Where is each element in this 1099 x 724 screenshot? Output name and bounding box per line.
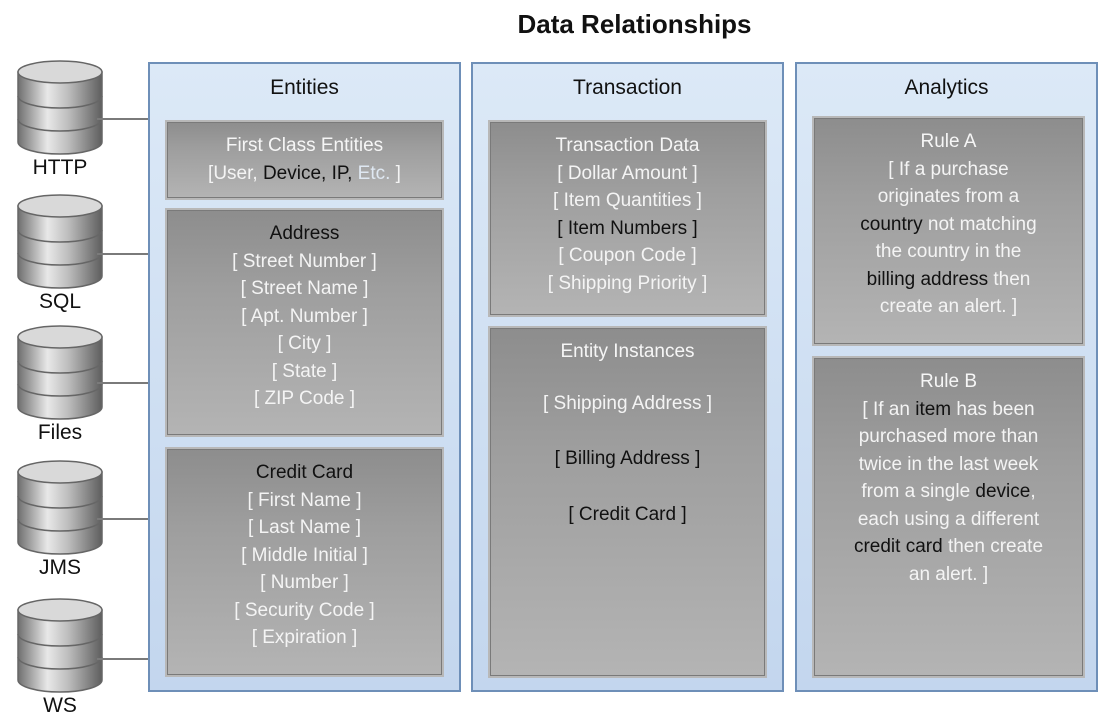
credit-card-field-4: [ Number ]	[260, 572, 349, 593]
entity-instance-2: [ Billing Address ]	[554, 448, 701, 469]
address-field-3: [ Apt. Number ]	[241, 305, 368, 327]
source-ws: WS	[10, 596, 110, 718]
entity-instance-1: [ Shipping Address ]	[543, 392, 712, 414]
rule-b-line-7: an alert. ]	[908, 563, 989, 585]
rule-b-heading: Rule B	[919, 371, 978, 392]
source-jms: JMS	[10, 458, 110, 580]
rule-a-line-4: the country in the	[875, 241, 1022, 262]
transaction-data-field-1: [ Dollar Amount ]	[557, 162, 698, 184]
rule-b-line-1: [ If an item has been	[814, 396, 1083, 424]
source-sql: SQL	[10, 192, 110, 314]
rule-b-line-4-post: ,	[1030, 481, 1036, 502]
database-icon	[17, 460, 103, 555]
source-files: Files	[10, 323, 110, 445]
transaction-panel: Transaction Transaction Data [ Dollar Am…	[471, 62, 784, 692]
rule-b-device: device	[975, 481, 1031, 502]
rule-a-line-3: country not matching	[814, 211, 1083, 239]
source-label: Files	[37, 421, 83, 444]
source-label: HTTP	[32, 156, 88, 179]
entities-panel: Entities First Class Entities [User, Dev…	[148, 62, 461, 692]
source-http: HTTP	[10, 58, 110, 180]
first-class-entities-heading: First Class Entities	[225, 135, 384, 156]
source-label: SQL	[38, 290, 82, 313]
address-field-2: [ Street Name ]	[240, 278, 369, 299]
address-box: Address [ Street Number ] [ Street Name ]…	[165, 208, 444, 437]
rule-b-credit-card: credit card	[853, 536, 943, 557]
rule-b-line-4: from a single device,	[814, 478, 1083, 506]
database-icon	[17, 194, 103, 289]
database-icon	[17, 325, 103, 420]
first-class-entities-box: First Class Entities [User, Device, IP, …	[165, 120, 444, 200]
transaction-data-heading: Transaction Data	[555, 135, 700, 156]
source-label: JMS	[39, 556, 81, 579]
entity-ip: IP,	[331, 162, 353, 184]
entity-instances-box: Entity Instances [ Shipping Address ] [ B…	[488, 326, 767, 678]
credit-card-box: Credit Card [ First Name ][ Last Name ][…	[165, 447, 444, 677]
rule-b-line-2: purchased more than	[858, 426, 1039, 447]
diagram-title: Data Relationships	[517, 9, 752, 39]
credit-card-heading: Credit Card	[255, 462, 354, 483]
credit-card-field-2: [ Last Name ]	[248, 517, 361, 538]
entity-etc: Etc.	[357, 162, 391, 184]
analytics-panel-title: Analytics	[904, 76, 989, 99]
rule-b-item: item	[915, 398, 952, 420]
connector-http	[97, 118, 150, 120]
transaction-data-box: Transaction Data [ Dollar Amount ] [ Item…	[488, 120, 767, 317]
rule-a-line-6: create an alert. ]	[879, 296, 1018, 317]
connector-sql	[97, 253, 150, 255]
rule-b-line-6-post: then create	[942, 536, 1044, 557]
connector-ws	[97, 658, 150, 660]
rule-b-line-1-post: has been	[951, 398, 1035, 420]
address-field-4: [ City ]	[277, 333, 332, 354]
analytics-panel: Analytics Rule A [ If a purchase origina…	[795, 62, 1098, 692]
credit-card-fields: [ First Name ] [ Last Name ] [ Middle Init…	[167, 487, 442, 652]
transaction-panel-title: Transaction	[573, 76, 682, 99]
address-field-1: [ Street Number ]	[232, 250, 377, 272]
rule-a-billing-address: billing address	[866, 268, 989, 290]
database-icon	[17, 60, 103, 155]
rule-b-line-5: each using a different	[857, 508, 1040, 530]
rule-b-line-3: twice in the last week	[858, 453, 1039, 475]
rule-a-line-5: billing address then	[814, 266, 1083, 294]
rule-a-line-1: [ If a purchase	[888, 158, 1009, 180]
rule-b-line-6: credit card then create	[814, 533, 1083, 561]
rule-b-box: Rule B [ If an item has been purchased m…	[812, 356, 1085, 678]
rule-a-heading: Rule A	[920, 131, 977, 152]
rule-b-line-1-pre: [ If an	[862, 398, 916, 420]
connector-files	[97, 382, 150, 384]
database-icon	[17, 598, 103, 693]
first-class-entities-list: [User, Device, IP, Etc. ]	[167, 160, 442, 188]
rule-b-line-4-pre: from a single	[861, 481, 976, 502]
transaction-data-field-3: [ Item Numbers ]	[557, 217, 698, 239]
entities-panel-title: Entities	[270, 76, 339, 99]
entity-device: Device,	[262, 162, 327, 184]
transaction-data-field-5: [ Shipping Priority ]	[547, 272, 708, 294]
entity-instance-3: [ Credit Card ]	[568, 503, 687, 525]
rule-a-line-3-rest: not matching	[922, 213, 1037, 235]
credit-card-field-1: [ First Name ]	[247, 489, 362, 511]
entity-instances-heading: Entity Instances	[560, 341, 695, 362]
rule-a-line-2: originates from a	[877, 186, 1020, 207]
rule-a-line-5-rest: then	[988, 268, 1031, 290]
rule-a-box: Rule A [ If a purchase originates from a…	[812, 116, 1085, 346]
address-heading: Address	[269, 223, 340, 244]
address-fields: [ Street Number ] [ Street Name ] [ Apt. N…	[167, 248, 442, 413]
credit-card-field-6: [ Expiration ]	[251, 627, 358, 648]
credit-card-field-5: [ Security Code ]	[234, 599, 375, 621]
transaction-data-field-2: [ Item Quantities ]	[553, 190, 702, 211]
address-field-5: [ State ]	[271, 360, 338, 382]
entity-user: [User,	[208, 162, 258, 184]
credit-card-field-3: [ Middle Initial ]	[241, 544, 368, 566]
entity-instances-fields: [ Shipping Address ] [ Billing Address ] […	[490, 390, 765, 529]
transaction-data-fields: [ Dollar Amount ] [ Item Quantities ] [ It…	[490, 160, 765, 298]
transaction-data-field-4: [ Coupon Code ]	[558, 245, 697, 266]
address-field-6: [ ZIP Code ]	[253, 388, 356, 409]
entity-list-close: ]	[395, 162, 401, 184]
connector-jms	[97, 518, 150, 520]
rule-a-country: country	[860, 213, 923, 235]
source-label: WS	[43, 694, 77, 717]
